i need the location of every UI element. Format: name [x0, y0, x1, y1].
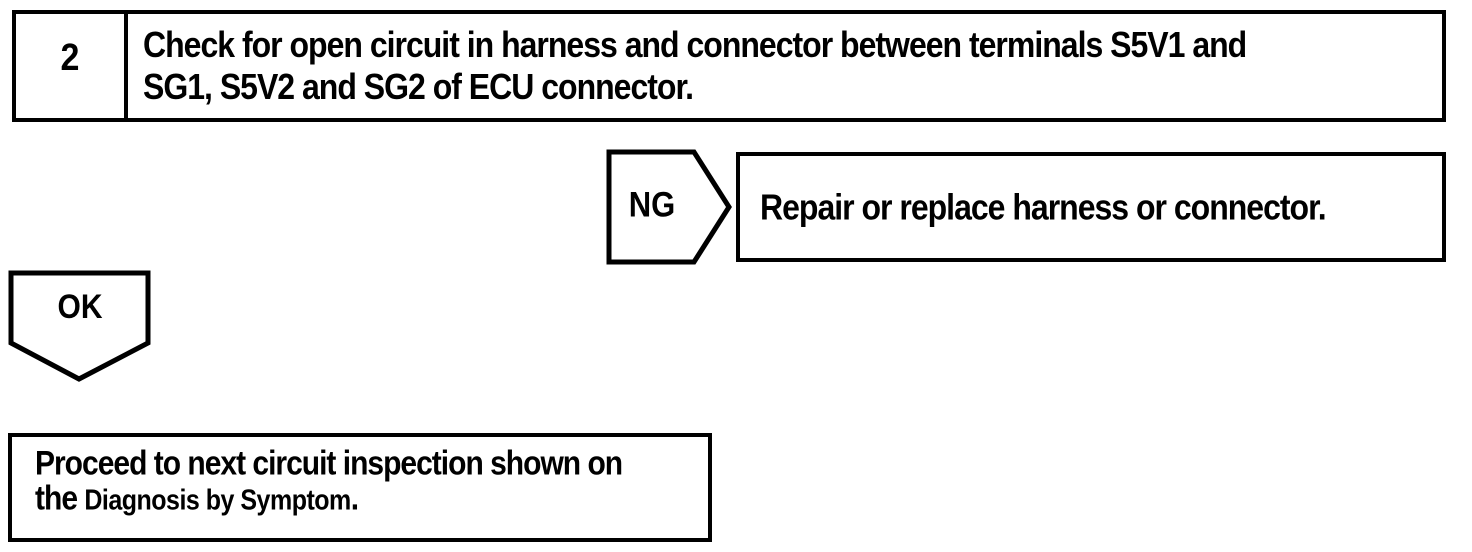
ok-branch: OK: [8, 270, 152, 346]
result-line-2-suffix: .: [350, 480, 359, 518]
ng-arrow-icon: [606, 149, 732, 265]
ok-label: OK: [57, 288, 103, 327]
ng-action-box: Repair or replace harness or connector.: [736, 152, 1446, 262]
ng-label: NG: [628, 184, 676, 225]
result-line-2: the Diagnosis by Symptom.: [35, 479, 708, 521]
result-line-2-prefix: the: [35, 480, 85, 518]
step-number: 2: [60, 36, 80, 79]
ng-branch: NG: [606, 149, 698, 261]
result-emphasis: Diagnosis by Symptom: [84, 484, 351, 517]
result-line-1: Proceed to next circuit inspection shown…: [35, 445, 623, 483]
result-box: Proceed to next circuit inspection shown…: [8, 433, 712, 542]
instruction-line-1: Check for open circuit in harness and co…: [143, 24, 1247, 65]
step-box: 2 Check for open circuit in harness and …: [12, 10, 1446, 122]
ng-action-text: Repair or replace harness or connector.: [760, 186, 1327, 227]
instruction-line-2: SG1, S5V2 and SG2 of ECU connector.: [143, 65, 694, 107]
ok-arrow-icon: [8, 270, 151, 382]
step-number-cell: 2: [16, 14, 128, 118]
step-instruction: Check for open circuit in harness and co…: [128, 14, 1256, 132]
